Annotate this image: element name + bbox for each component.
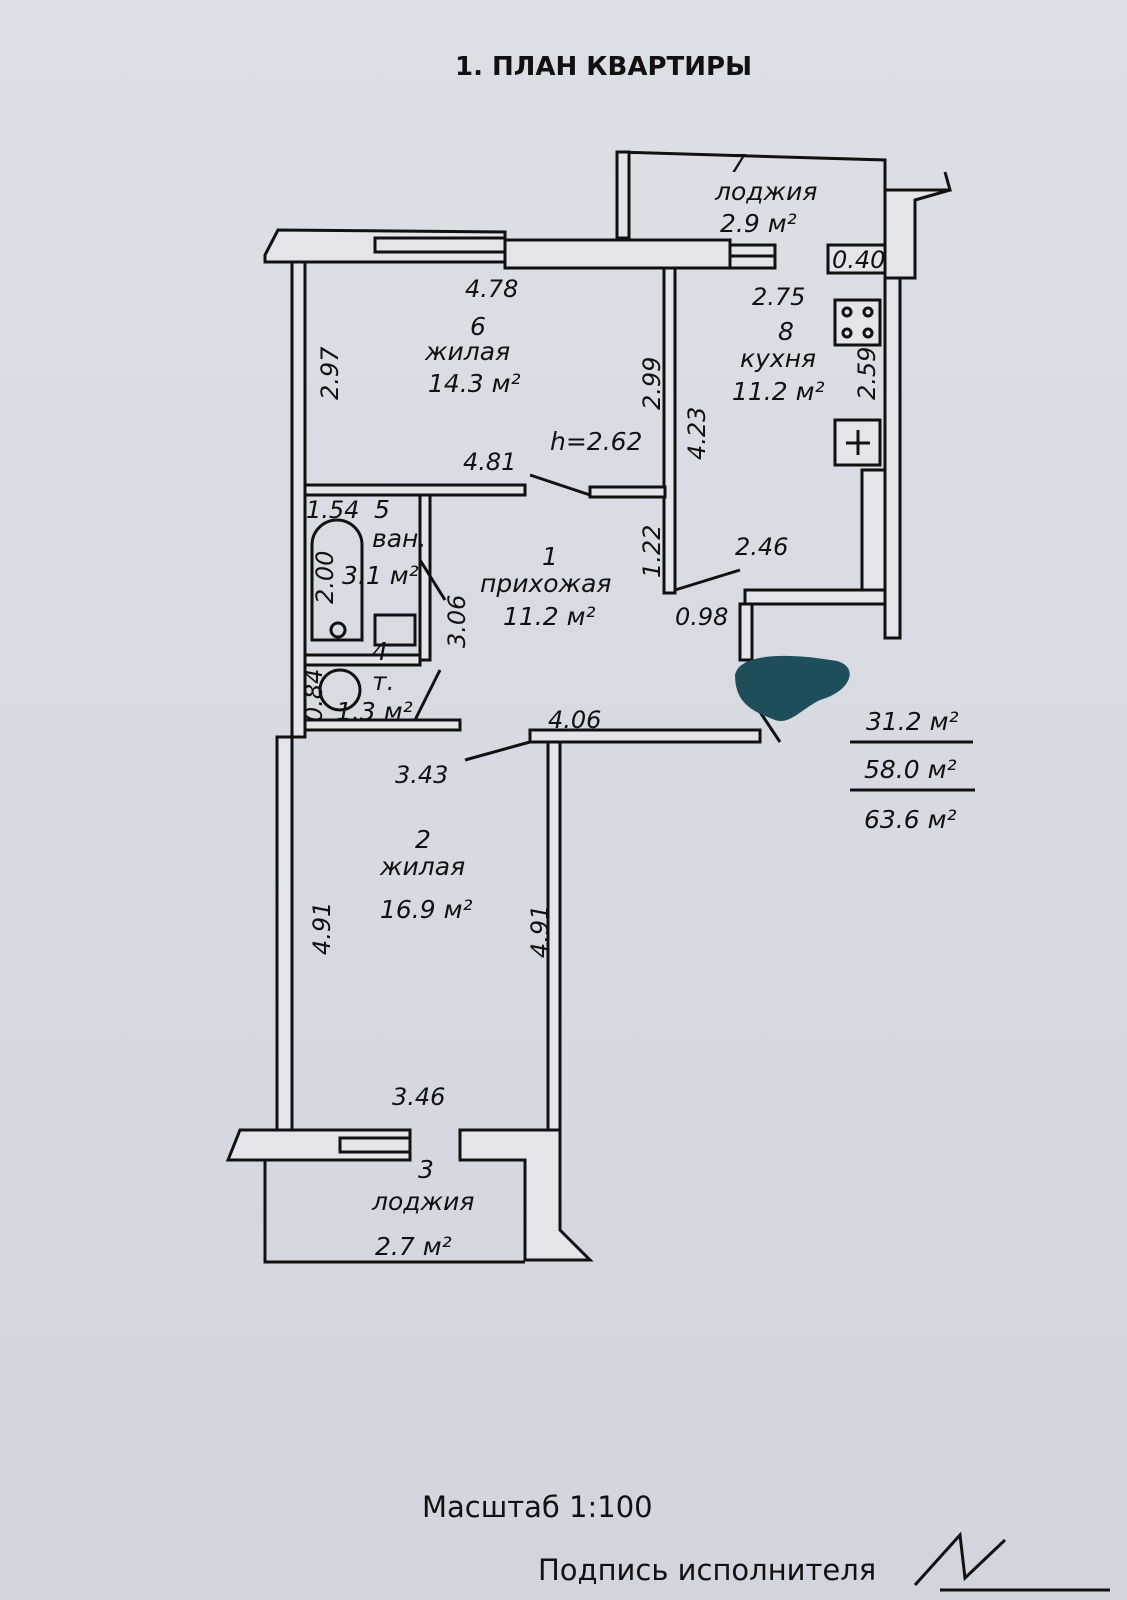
label-rooms-1-number: 2 — [415, 825, 431, 854]
dimensions: 4.78 2.97 2.99 4.23 4.81 2.75 0.40 2.59 … — [300, 246, 885, 1111]
label-dimensions-d040: 0.40 — [832, 246, 885, 274]
label-dimensions-d084: 0.84 — [300, 669, 328, 722]
label-dimensions-d246: 2.46 — [735, 533, 788, 561]
label-dimensions-d275: 2.75 — [752, 283, 805, 311]
area-with-loggias: 63.6 м² — [864, 805, 957, 834]
label-dimensions-d299: 2.99 — [638, 357, 666, 410]
label-dimensions-d306: 3.06 — [443, 595, 471, 648]
label-rooms-7-area: 11.2 м² — [732, 377, 825, 406]
label-rooms-3-number: 4 — [372, 637, 388, 666]
label-rooms-7-number: 8 — [778, 317, 794, 346]
walls — [225, 150, 952, 1264]
label-rooms-3-name: т. — [372, 667, 395, 696]
label-rooms-2-number: 3 — [418, 1155, 434, 1184]
total-area: 58.0 м² — [864, 755, 957, 784]
label-dimensions-d423: 4.23 — [683, 407, 711, 460]
area-totals: 31.2 м² 58.0 м² 63.6 м² — [850, 707, 975, 834]
stove-icon — [833, 298, 882, 347]
signature-label: Подпись исполнителя — [538, 1553, 876, 1587]
label-rooms-6-name: лоджия — [714, 177, 817, 206]
label-rooms-0-name: прихожая — [480, 569, 611, 598]
scale-label: Масштаб 1:100 — [422, 1490, 653, 1524]
label-rooms-4-name: ван. — [372, 524, 426, 553]
label-dimensions-d122: 1.22 — [638, 525, 666, 578]
plan-title: 1. ПЛАН КВАРТИРЫ — [455, 52, 752, 82]
label-rooms-3-area: 1.3 м² — [336, 697, 413, 726]
label-dimensions-d297: 2.97 — [316, 346, 344, 400]
label-dimensions-d481: 4.81 — [463, 448, 516, 476]
label-rooms-5-number: 6 — [470, 312, 486, 341]
label-rooms-4-number: 5 — [374, 495, 390, 524]
label-rooms-1-name: жилая — [379, 852, 465, 881]
label-rooms-5-area: 14.3 м² — [428, 369, 521, 398]
label-rooms-0-number: 1 — [542, 542, 558, 571]
ceiling-height: h=2.62 — [550, 427, 642, 456]
label-dimensions-d343: 3.43 — [395, 761, 448, 789]
room-labels: 7 лоджия 2.9 м² 6 жилая 14.3 м² 8 кухня … — [336, 149, 825, 1261]
label-dimensions-d346: 3.46 — [392, 1083, 445, 1111]
label-dimensions-d154: 1.54 — [306, 496, 359, 524]
living-area: 31.2 м² — [866, 707, 959, 736]
label-rooms-5-name: жилая — [424, 337, 510, 366]
label-dimensions-d098: 0.98 — [675, 603, 728, 631]
label-dimensions-d200: 2.00 — [311, 551, 339, 604]
label-dimensions-d259: 2.59 — [853, 347, 881, 400]
label-dimensions-d478: 4.78 — [465, 275, 518, 303]
redacted-mark — [735, 655, 850, 721]
label-rooms-4-area: 3.1 м² — [342, 561, 419, 590]
label-rooms-1-area: 16.9 м² — [380, 895, 473, 924]
label-rooms-6-number: 7 — [730, 149, 746, 178]
label-rooms-2-area: 2.7 м² — [375, 1232, 452, 1261]
label-dimensions-d406: 4.06 — [548, 706, 601, 734]
label-dimensions-d491a: 4.91 — [308, 902, 336, 955]
label-rooms-2-name: лоджия — [371, 1187, 474, 1216]
label-rooms-7-name: кухня — [740, 344, 816, 373]
label-rooms-0-area: 11.2 м² — [503, 602, 596, 631]
signature-mark — [913, 1531, 1110, 1592]
label-rooms-6-area: 2.9 м² — [720, 209, 797, 238]
label-dimensions-d491b: 4.91 — [526, 905, 554, 958]
